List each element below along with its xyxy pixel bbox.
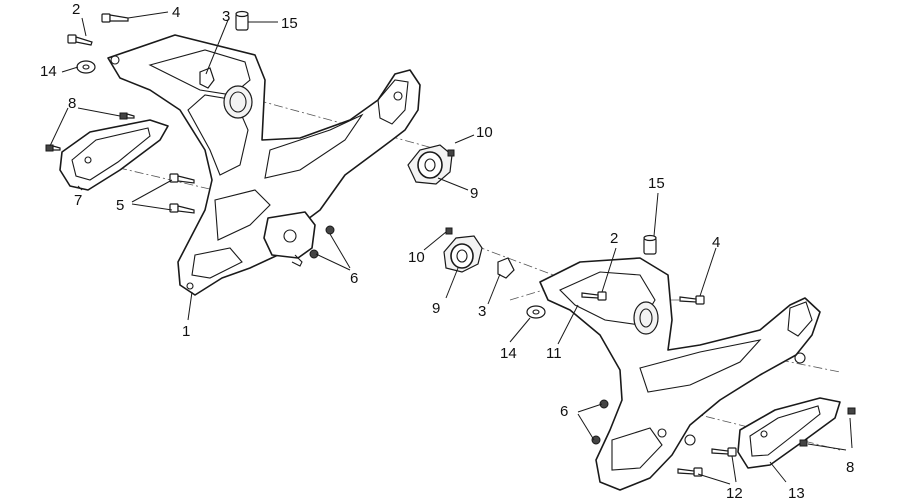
leader-lines (49, 11, 853, 485)
screw-icon (67, 34, 93, 46)
bushing-icon (643, 234, 657, 255)
callout-left-14: 14 (40, 63, 57, 80)
screw-icon (45, 144, 61, 152)
callout-right-9: 9 (432, 300, 440, 317)
washer-icon (526, 305, 546, 319)
callout-left-9: 9 (470, 185, 478, 202)
bushing-icon (235, 10, 249, 31)
callout-left-3: 3 (222, 8, 230, 25)
callout-right-15: 15 (648, 175, 665, 192)
screw-icon (847, 407, 856, 415)
clip-icon (497, 257, 515, 279)
callout-left-1: 1 (182, 323, 190, 340)
left-heel-guard (59, 119, 169, 191)
callout-right-14: 14 (500, 345, 517, 362)
screw-icon (711, 447, 737, 457)
callout-left-8: 8 (68, 95, 76, 112)
flange-icon (407, 144, 453, 185)
left-footpeg-bracket (107, 34, 421, 296)
callout-right-2: 2 (610, 230, 618, 247)
callout-right-13: 13 (788, 485, 805, 502)
nut-icon (591, 435, 601, 445)
callout-left-4: 4 (172, 4, 180, 21)
callout-left-15: 15 (281, 15, 298, 32)
washer-icon (76, 60, 96, 74)
screw-icon (445, 227, 453, 235)
callouts: 2 4 3 15 14 8 10 9 5 7 6 1 15 2 4 10 9 3… (40, 1, 854, 502)
nut-icon (325, 225, 335, 235)
screw-icon (799, 439, 808, 447)
nut-icon (599, 399, 609, 409)
right-hardware (443, 227, 856, 477)
callout-right-4: 4 (712, 234, 720, 251)
screw-icon (119, 112, 135, 120)
callout-right-8: 8 (846, 459, 854, 476)
right-heel-guard (737, 397, 841, 469)
callout-right-12: 12 (726, 485, 743, 502)
left-hardware (45, 10, 455, 259)
right-footpeg-bracket (539, 257, 821, 491)
screw-icon (169, 203, 195, 214)
screw-icon (101, 13, 129, 23)
screw-icon (679, 295, 705, 305)
flange-icon (443, 235, 483, 273)
callout-left-2: 2 (72, 1, 80, 18)
callout-right-6: 6 (560, 403, 568, 420)
callout-right-3: 3 (478, 303, 486, 320)
screw-icon (447, 149, 455, 157)
callout-right-10: 10 (408, 249, 425, 266)
callout-right-11: 11 (546, 345, 562, 362)
screw-icon (677, 467, 703, 477)
nut-icon (309, 249, 319, 259)
screw-icon (169, 173, 195, 184)
callout-left-6: 6 (350, 270, 358, 287)
callout-left-10: 10 (476, 124, 493, 141)
callout-left-5: 5 (116, 197, 124, 214)
callout-left-7: 7 (74, 192, 82, 209)
